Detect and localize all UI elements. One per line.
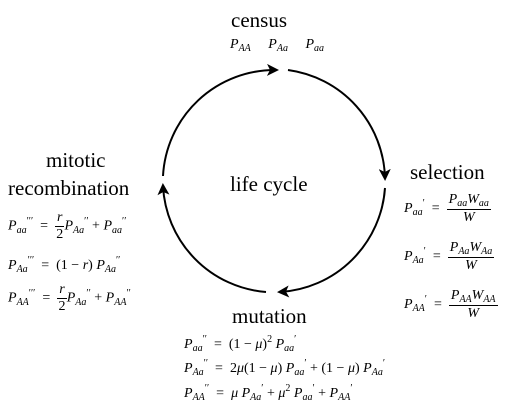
recombination-label-line1: mitotic <box>46 148 106 172</box>
mutation-label: mutation <box>232 304 307 328</box>
mutation-eq-AA: PAA′′ = μ PAa′ + μ2 Paa′ + PAA′ <box>184 383 353 403</box>
census-vars: PAA PAa Paa <box>230 37 325 54</box>
census-label: census <box>231 8 287 32</box>
recombination-eq-Aa: PAa′′′ = (1 − r) PAa′′ <box>8 255 121 275</box>
arrow-recombination-to-census <box>162 63 279 177</box>
arrow-mutation-to-recombination <box>157 183 267 293</box>
selection-label: selection <box>410 160 485 184</box>
recombination-label-line2: recombination <box>8 176 130 200</box>
mutation-eq-aa: Paa′′ = (1 − μ)2 Paa′ <box>184 334 297 354</box>
center-label: life cycle <box>230 172 308 196</box>
arrow-census-to-selection <box>287 69 391 181</box>
mutation-eq-Aa: PAa′′ = 2μ(1 − μ) Paa′ + (1 − μ) PAa′ <box>184 358 386 378</box>
arrow-selection-to-mutation <box>277 187 386 298</box>
